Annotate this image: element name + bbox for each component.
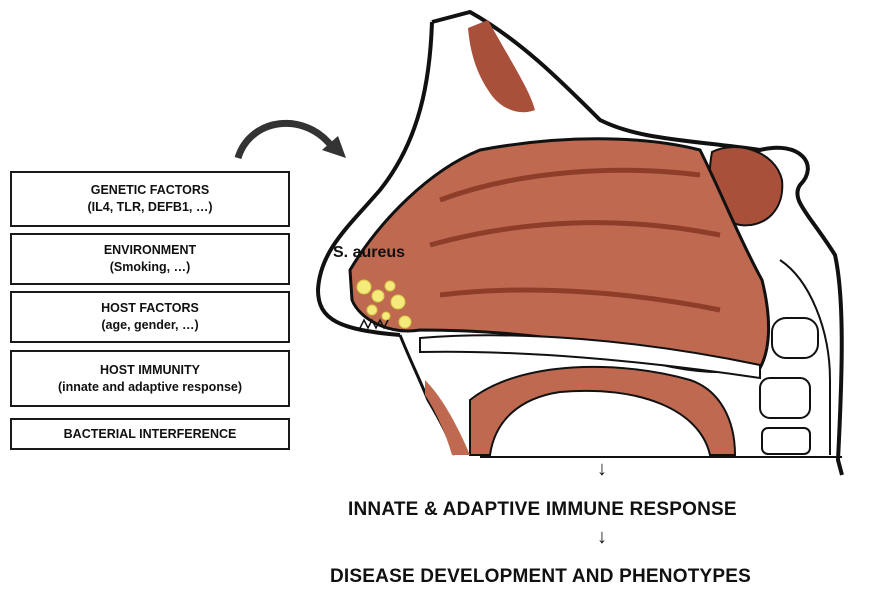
pathogen-label: S. aureus: [333, 244, 405, 262]
vertebra-3: [762, 428, 810, 454]
down-arrow-icon: ↓: [597, 458, 607, 481]
factor-title: ENVIRONMENT: [12, 242, 288, 259]
vertebra-1: [772, 318, 818, 358]
factor-host: HOST FACTORS (age, gender, …): [10, 291, 290, 343]
factor-environment: ENVIRONMENT (Smoking, …): [10, 233, 290, 285]
down-arrow-icon: ↓: [597, 526, 607, 549]
factor-bacterial-interference: BACTERIAL INTERFERENCE: [10, 418, 290, 450]
factor-detail: (Smoking, …): [12, 259, 288, 276]
lip-tissue: [425, 380, 470, 455]
curved-arrow: [238, 123, 333, 158]
bacterium: [399, 316, 411, 328]
oral-tissue: [470, 367, 735, 455]
factor-detail: (IL4, TLR, DEFB1, …): [12, 199, 288, 216]
bacterium: [357, 280, 371, 294]
outcome-disease: DISEASE DEVELOPMENT AND PHENOTYPES: [330, 566, 751, 588]
bacterium: [367, 305, 377, 315]
factor-title: GENETIC FACTORS: [12, 182, 288, 199]
factor-genetic: GENETIC FACTORS (IL4, TLR, DEFB1, …): [10, 171, 290, 227]
factor-detail: (innate and adaptive response): [12, 379, 288, 396]
bacterium: [385, 281, 395, 291]
factor-title: HOST FACTORS: [12, 300, 288, 317]
factor-detail: (age, gender, …): [12, 317, 288, 334]
factor-host-immunity: HOST IMMUNITY (innate and adaptive respo…: [10, 350, 290, 407]
bacterium: [382, 312, 390, 320]
factor-title: HOST IMMUNITY: [12, 362, 288, 379]
factor-title: BACTERIAL INTERFERENCE: [12, 426, 288, 443]
bacterium: [391, 295, 405, 309]
vertebra-2: [760, 378, 810, 418]
outcome-immune-response: INNATE & ADAPTIVE IMMUNE RESPONSE: [348, 499, 737, 521]
bacterium: [372, 290, 384, 302]
